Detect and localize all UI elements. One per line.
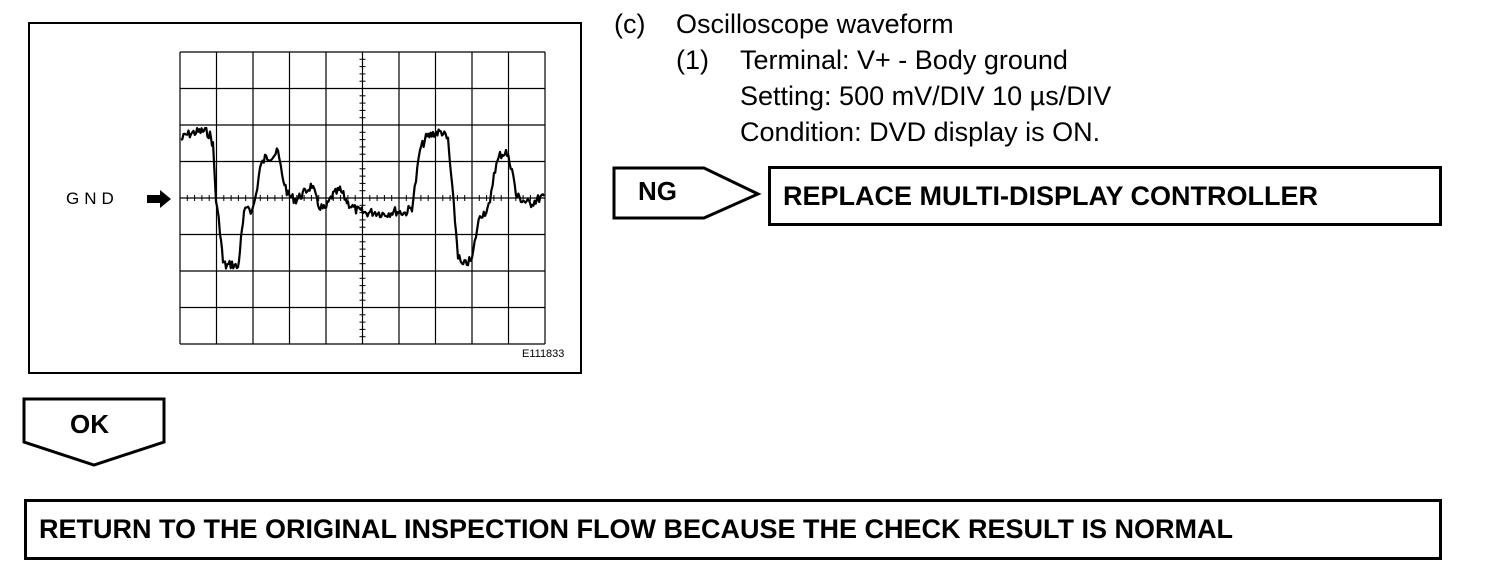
gnd-arrow-icon bbox=[147, 190, 171, 208]
oscilloscope-figure bbox=[28, 22, 582, 374]
ng-result-box: REPLACE MULTI-DISPLAY CONTROLLER bbox=[768, 166, 1442, 226]
gnd-label: GND bbox=[66, 189, 119, 208]
final-result-box: RETURN TO THE ORIGINAL INSPECTION FLOW B… bbox=[24, 499, 1442, 560]
step-c-label: (c) bbox=[614, 9, 646, 39]
ng-arrow-tag bbox=[612, 166, 762, 220]
setting-text: Setting: 500 mV/DIV 10 µs/DIV bbox=[740, 81, 1112, 111]
figure-id: E111833 bbox=[522, 348, 565, 360]
step-1-label: (1) bbox=[676, 45, 709, 75]
ok-arrow-tag bbox=[22, 397, 166, 467]
condition-text: Condition: DVD display is ON. bbox=[740, 117, 1101, 147]
ok-label: OK bbox=[70, 409, 109, 439]
step-c-title: Oscilloscope waveform bbox=[676, 9, 954, 39]
ng-label: NG bbox=[638, 176, 677, 206]
waveform-trace bbox=[180, 126, 545, 270]
terminal-text: Terminal: V+ - Body ground bbox=[740, 45, 1068, 75]
